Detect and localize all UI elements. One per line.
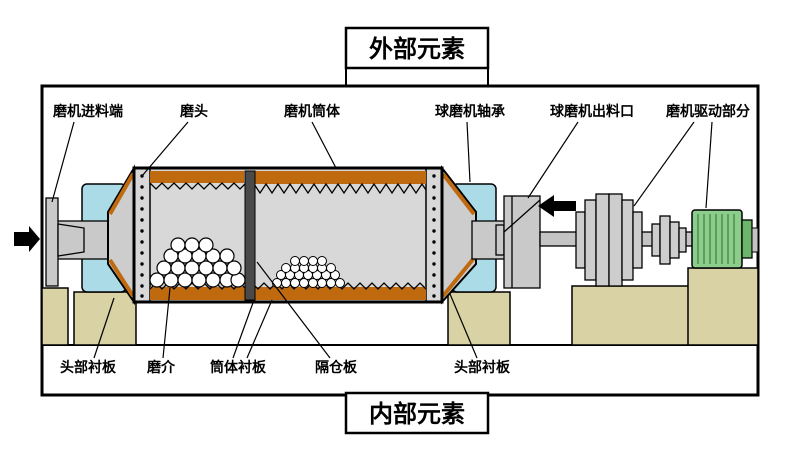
right-bearing-foundation [447,291,511,346]
label-diaphragm: 隔仓板 [315,359,358,376]
label-grinding-media: 磨介 [147,359,176,376]
grinding-balls-right [272,256,345,288]
motor-fins [697,214,735,264]
discharge-assembly [495,195,541,289]
label-mill-shell: 磨机筒体 [284,103,341,120]
title-external: 外部元素 [369,35,465,63]
diaphragm-plate [244,170,256,301]
left-bearing-foundation [73,291,137,346]
title-internal: 内部元素 [369,400,465,428]
label-shell-liner: 筒体衬板 [210,359,267,376]
title-box-internal: 内部元素 [344,391,490,435]
coupling-discs [575,193,687,287]
label-discharge-port: 球磨机出料口 [550,103,634,120]
top-liner-right-teeth [253,182,427,195]
right-head-liner-bottom [441,256,476,298]
label-drive-section: 磨机驱动部分 [666,103,750,120]
drive-foundation [571,285,697,346]
left-head-liner-top [108,173,135,215]
top-liner-left-teeth [149,182,247,190]
left-head-liner-bottom [108,258,135,298]
label-bearing: 球磨机轴承 [435,103,505,120]
label-feed-end: 磨机进料端 [53,103,123,120]
grinding-balls-left [149,237,246,288]
internal-labels: 头部衬板 磨介 筒体衬板 隔仓板 头部衬板 [60,359,511,376]
label-mill-head: 磨头 [180,103,208,120]
flange-bolts [140,174,436,298]
right-head-liner-top [441,172,476,216]
shell-liners [149,171,427,300]
leader-lines [51,121,713,359]
title-box-external: 外部元素 [344,26,490,70]
label-head-liner-right: 头部衬板 [454,359,511,376]
motor-foundation [687,267,759,346]
feed-direction-arrow [14,226,40,252]
feed-foundation [41,287,69,346]
motor-shaft-support [751,227,759,253]
feed-chute [45,197,85,287]
discharge-direction-arrow [538,195,576,217]
motor [691,209,759,269]
top-liner-right [254,171,426,184]
external-labels: 磨机进料端 磨头 磨机筒体 球磨机轴承 球磨机出料口 磨机驱动部分 [53,103,750,120]
top-liner-left [150,171,244,183]
bottom-liner [150,287,426,300]
label-head-liner-left: 头部衬板 [60,359,117,376]
motor-end-cap [741,219,753,259]
